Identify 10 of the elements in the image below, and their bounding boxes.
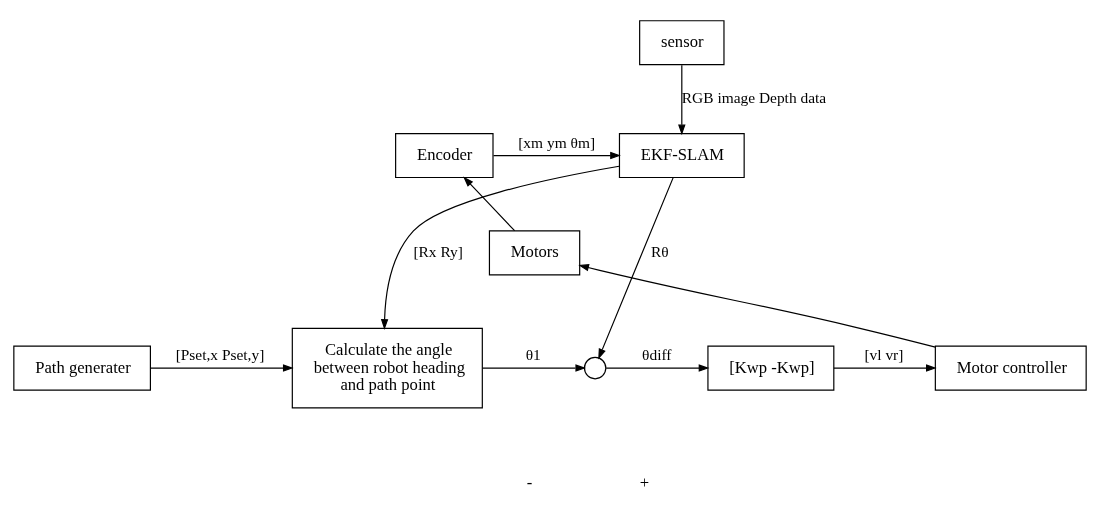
edge-label: [Pset,x Pset,y] (175, 345, 265, 363)
edge-label: [vl vr] (864, 345, 904, 363)
edge-label: θdiff (642, 345, 672, 363)
edge-label: θ1 (525, 345, 541, 363)
edge-label: [Rx Ry] (413, 242, 463, 260)
label: + (639, 472, 650, 492)
label: - (526, 472, 533, 492)
edge-label: Rθ (650, 242, 669, 260)
edge-label: [xm ym θm] (518, 133, 596, 151)
edge-label: RGB image Depth data (681, 88, 827, 106)
